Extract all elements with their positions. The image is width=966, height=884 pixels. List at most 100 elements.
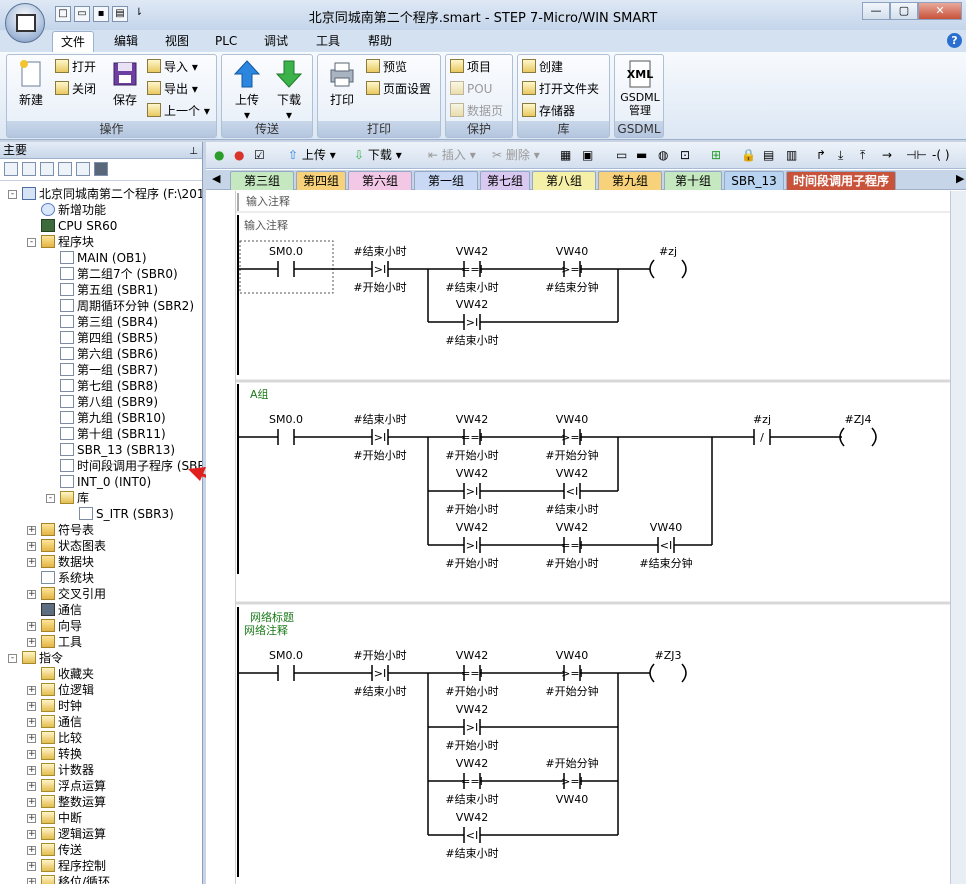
grid-view-icon[interactable] [22, 162, 36, 176]
pou-tab[interactable]: SBR_13 [724, 171, 784, 190]
tree-item[interactable]: 向导 [41, 618, 82, 634]
run-icon[interactable]: ● [214, 148, 225, 162]
tree-item[interactable]: INT_0 (INT0) [60, 474, 151, 490]
tree-item[interactable]: 库 [60, 490, 89, 506]
insert-button[interactable]: ⇤ 插入 ▾ [428, 148, 476, 162]
tree-item[interactable]: 通信 [41, 602, 82, 618]
expand-icon[interactable]: + [27, 733, 36, 743]
compile-icon[interactable]: ☑ [254, 148, 265, 162]
pou-tab[interactable]: 第九组 [598, 171, 662, 190]
tree-item[interactable]: 第十组 (SBR11) [60, 426, 166, 442]
tab-help[interactable]: 帮助 [368, 34, 393, 48]
tree-item[interactable]: 系统块 [41, 570, 94, 586]
pou-tab[interactable]: 第三组 [230, 171, 294, 190]
lock-icon-3[interactable]: ▥ [786, 148, 798, 162]
tree-item[interactable]: 第三组 (SBR4) [60, 314, 158, 330]
vertical-scrollbar[interactable] [950, 191, 966, 884]
tree-item[interactable]: 通信 [41, 714, 82, 730]
tree-item[interactable]: MAIN (OB1) [60, 250, 147, 266]
pou-tab[interactable]: 第十组 [664, 171, 722, 190]
tree-item[interactable]: 第九组 (SBR10) [60, 410, 166, 426]
collapse-icon[interactable]: - [46, 494, 55, 503]
tree-item[interactable]: 状态图表 [41, 538, 106, 554]
toggle-icon-4[interactable]: ⊡ [680, 148, 691, 162]
expand-icon[interactable]: + [27, 525, 36, 535]
tree-item[interactable]: 周期循环分钟 (SBR2) [60, 298, 194, 314]
pou-tab[interactable]: 第一组 [414, 171, 478, 190]
expand-icon[interactable]: + [27, 797, 36, 807]
open-folder-button[interactable]: 打开文件夹 [522, 79, 599, 99]
tree-item[interactable]: 中断 [41, 810, 82, 826]
gsdml-manage-button[interactable]: XML GSDML 管理 [617, 59, 663, 117]
stop-icon[interactable]: ● [234, 148, 245, 162]
expand-icon[interactable]: + [27, 557, 36, 567]
goto-icon[interactable]: ⊞ [711, 148, 722, 162]
expand-icon[interactable]: + [27, 829, 36, 839]
expand-icon[interactable]: + [27, 878, 36, 884]
pou-tab[interactable]: 时间段调用子程序 [786, 171, 896, 190]
tab-scroll-right-icon[interactable]: ▶ [956, 172, 965, 185]
pou-tab[interactable]: 第四组 [296, 171, 346, 190]
pou-tab[interactable]: 第八组 [532, 171, 596, 190]
expand-icon[interactable]: + [27, 845, 36, 855]
list-view-icon[interactable] [76, 162, 90, 176]
expand-icon[interactable]: + [27, 541, 36, 551]
qat-menu-icon[interactable]: ⇂ [134, 7, 144, 18]
previous-button[interactable]: 上一个 ▾ [147, 101, 210, 121]
line-right-icon[interactable]: → [882, 148, 893, 162]
ladder-diagram[interactable]: 输入注释1输入注释2A组3网络标题网络注释SM0.0>I#结束小时#开始小时==… [206, 191, 950, 884]
save-button[interactable]: 保存 [105, 59, 145, 108]
tab-debug[interactable]: 调试 [264, 34, 289, 48]
editor-upload-button[interactable]: ⇧ 上传 ▾ [288, 148, 336, 162]
tab-edit[interactable]: 编辑 [114, 34, 139, 48]
tree-item[interactable]: 第四组 (SBR5) [60, 330, 158, 346]
expand-icon[interactable]: + [27, 717, 36, 727]
comm-view-icon[interactable] [94, 162, 108, 176]
properties-icon[interactable] [40, 162, 54, 176]
tree-item[interactable]: 程序块 [41, 234, 94, 250]
pou-tab[interactable]: 第六组 [348, 171, 412, 190]
protect-data-page-button[interactable]: 数据页 [450, 101, 503, 121]
tree-item[interactable]: 指令 [22, 650, 63, 666]
tab-view[interactable]: 视图 [165, 34, 190, 48]
tree-item[interactable]: 时间段调用子程序 (SBR [60, 458, 202, 474]
toggle-icon-2[interactable]: ▬ [636, 148, 648, 162]
expand-icon[interactable]: + [27, 637, 36, 647]
expand-icon[interactable]: + [27, 781, 36, 791]
preview-button[interactable]: 预览 [366, 57, 407, 77]
print-icon[interactable]: ▤ [112, 6, 128, 22]
expand-icon[interactable]: + [27, 813, 36, 823]
expand-icon[interactable]: + [27, 861, 36, 871]
tree-item[interactable]: 第八组 (SBR9) [60, 394, 158, 410]
tree-item[interactable]: 第六组 (SBR6) [60, 346, 158, 362]
line-up-icon[interactable]: ⤒ [860, 148, 866, 162]
tree-item[interactable]: 第一组 (SBR7) [60, 362, 158, 378]
expand-icon[interactable]: + [27, 765, 36, 775]
line-down-icon[interactable]: ⤓ [838, 148, 844, 162]
tree-item[interactable]: 数据块 [41, 554, 94, 570]
tree-item[interactable]: S_ITR (SBR3) [79, 506, 174, 522]
maximize-button[interactable]: ▢ [890, 2, 918, 20]
tab-plc[interactable]: PLC [215, 34, 238, 48]
tree-item[interactable]: 工具 [41, 634, 82, 650]
editor-download-button[interactable]: ⇩ 下载 ▾ [354, 148, 402, 162]
tree-item[interactable]: 位逻辑 [41, 682, 94, 698]
new-button[interactable]: 新建 [11, 59, 51, 108]
tree-item[interactable]: 比较 [41, 730, 82, 746]
tab-tools[interactable]: 工具 [316, 34, 341, 48]
protect-pou-button[interactable]: POU [450, 79, 492, 99]
new-file-icon[interactable]: □ [55, 6, 71, 22]
delete-button[interactable]: ✂ 删除 ▾ [492, 148, 540, 162]
download-button[interactable]: 下载▾ [268, 59, 310, 122]
tree-item[interactable]: 逻辑运算 [41, 826, 106, 842]
expand-icon[interactable]: + [27, 749, 36, 759]
tree-item[interactable]: CPU SR60 [41, 218, 117, 234]
expand-icon[interactable]: + [27, 621, 36, 631]
lock-icon[interactable]: 🔒 [741, 148, 756, 162]
import-button[interactable]: 导入 ▾ [147, 57, 198, 77]
tab-file[interactable]: 文件 [52, 31, 95, 52]
expand-icon[interactable]: + [27, 701, 36, 711]
toggle-icon-1[interactable]: ▭ [616, 148, 628, 162]
save-icon[interactable]: ▪ [93, 6, 109, 22]
tree-item[interactable]: 交叉引用 [41, 586, 106, 602]
